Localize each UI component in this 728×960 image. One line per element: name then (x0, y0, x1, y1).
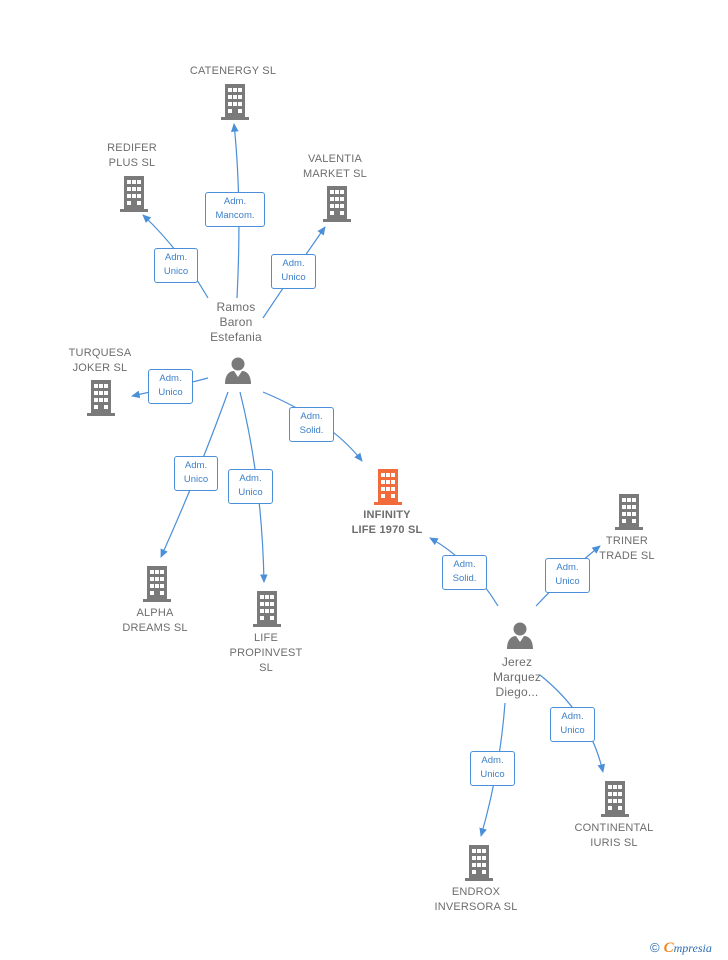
building-icon[interactable] (601, 781, 629, 817)
company-label-redifer[interactable]: REDIFER PLUS SL (107, 142, 157, 169)
person-label-ramos[interactable]: Ramos Baron Estefania (210, 300, 262, 344)
building-icon[interactable] (143, 566, 171, 602)
copyright-icon: © (650, 940, 660, 955)
company-label-life[interactable]: LIFE PROPINVEST SL (229, 632, 303, 674)
role-badge-ramos-alpha[interactable]: Adm. Unico (174, 456, 218, 491)
person-icon[interactable] (224, 356, 252, 384)
brand-name: mpresia (673, 941, 712, 955)
company-label-endrox[interactable]: ENDROX INVERSORA SL (434, 886, 518, 913)
role-badge-ramos-turquesa[interactable]: Adm. Unico (148, 369, 193, 404)
company-label-infinity[interactable]: INFINITY LIFE 1970 SL (351, 509, 423, 536)
person-label-jerez[interactable]: Jerez Marquez Diego... (492, 655, 542, 699)
company-label-alpha[interactable]: ALPHA DREAMS SL (122, 607, 188, 634)
person-icon[interactable] (506, 621, 534, 649)
building-icon[interactable] (120, 176, 148, 212)
building-icon[interactable] (323, 186, 351, 222)
role-badge-ramos-redifer[interactable]: Adm. Unico (154, 248, 198, 283)
role-badge-ramos-valentia[interactable]: Adm. Unico (271, 254, 316, 289)
role-badge-jerez-triner[interactable]: Adm. Unico (545, 558, 590, 593)
company-label-continental[interactable]: CONTINENTAL IURIS SL (574, 822, 654, 849)
brand-initial: C (663, 940, 674, 956)
company-label-triner[interactable]: TRINER TRADE SL (599, 535, 655, 562)
role-badge-ramos-infinity[interactable]: Adm. Solid. (289, 407, 334, 442)
brand-footer: ©Cmpresia (650, 940, 712, 957)
building-icon[interactable] (87, 380, 115, 416)
role-badge-jerez-continental[interactable]: Adm. Unico (550, 707, 595, 742)
building-icon[interactable] (465, 845, 493, 881)
role-badge-jerez-infinity[interactable]: Adm. Solid. (442, 555, 487, 590)
company-label-catenergy[interactable]: CATENERGY SL (189, 65, 277, 77)
building-icon[interactable] (221, 84, 249, 120)
company-label-turquesa[interactable]: TURQUESA JOKER SL (68, 347, 132, 374)
building-icon[interactable] (253, 591, 281, 627)
role-badge-ramos-catenergy[interactable]: Adm. Mancom. (205, 192, 265, 227)
building-icon-focus[interactable] (374, 469, 402, 505)
role-badge-jerez-endrox[interactable]: Adm. Unico (470, 751, 515, 786)
building-icon[interactable] (615, 494, 643, 530)
company-label-valentia[interactable]: VALENTIA MARKET SL (303, 153, 367, 180)
role-badge-ramos-life[interactable]: Adm. Unico (228, 469, 273, 504)
